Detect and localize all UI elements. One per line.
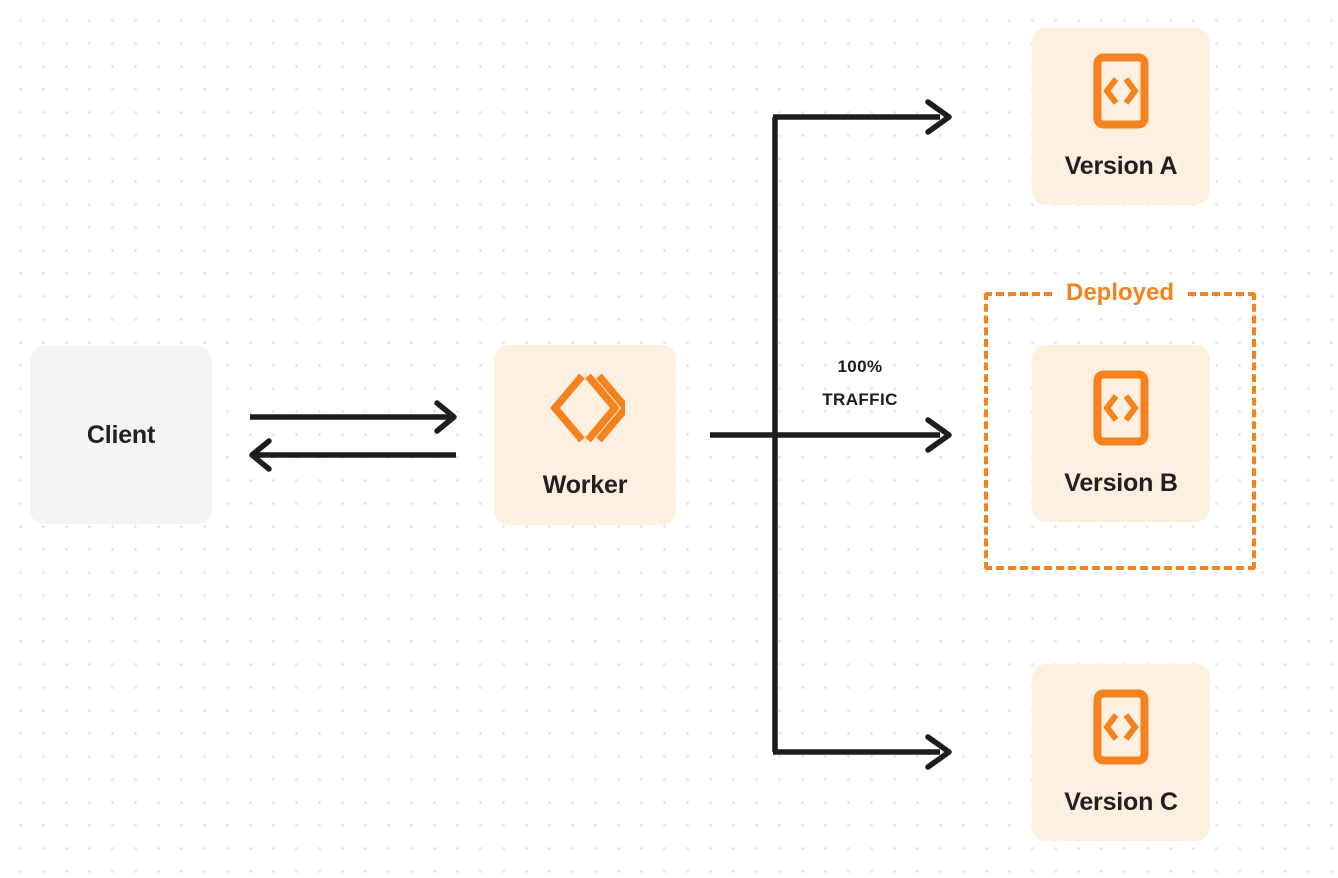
deployed-group-label: Deployed [1053, 278, 1187, 308]
code-file-icon [1093, 53, 1149, 134]
node-version-c[interactable]: Version C [1032, 664, 1210, 841]
traffic-percent: 100% [837, 357, 883, 376]
code-file-icon [1093, 370, 1149, 451]
arrow-worker-to-version-b [710, 417, 952, 453]
node-version-a[interactable]: Version A [1032, 28, 1210, 205]
node-worker[interactable]: Worker [494, 345, 676, 525]
arrow-worker-to-version-c [773, 734, 952, 770]
node-version-b[interactable]: Version B [1032, 345, 1210, 522]
node-client-label: Client [86, 420, 156, 449]
node-version-c-label: Version C [1064, 787, 1178, 816]
node-version-b-label: Version B [1064, 468, 1178, 497]
node-client[interactable]: Client [30, 346, 212, 524]
node-version-a-label: Version A [1064, 151, 1178, 180]
node-worker-label: Worker [542, 471, 628, 499]
traffic-caption: TRAFFIC [822, 390, 898, 409]
arrow-worker-to-version-a [773, 99, 952, 135]
arrow-worker-to-client [249, 438, 456, 472]
arrow-client-to-worker [250, 400, 457, 434]
traffic-annotation: 100% TRAFFIC [785, 350, 935, 416]
code-file-icon [1093, 689, 1149, 770]
workers-logo-icon [545, 370, 631, 451]
deployed-group-boundary: Deployed [984, 278, 1256, 570]
